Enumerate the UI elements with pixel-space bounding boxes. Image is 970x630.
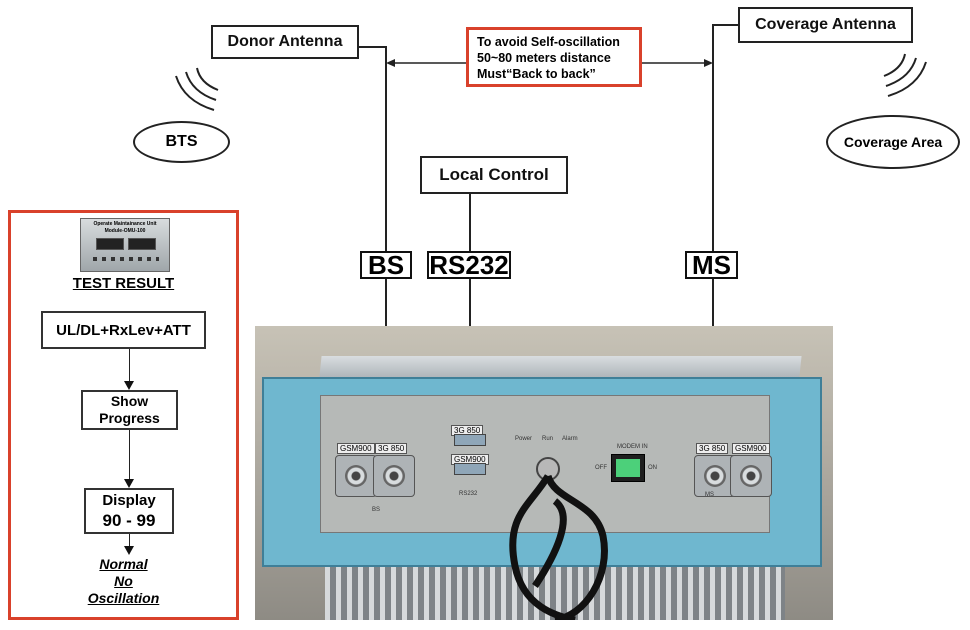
connector-3g-left [373, 455, 415, 497]
alarm-led-label: Alarm [562, 436, 578, 442]
flow-result: Normal No Oscillation [11, 556, 236, 607]
flow-step-show-text: Show [110, 393, 149, 409]
port-label-ms-text: MS [692, 249, 731, 280]
flow-connector-3 [129, 534, 130, 548]
note-line-3: Must“Back to back” [477, 67, 596, 81]
3g-left-tag: 3G 850 [375, 443, 408, 454]
flow-step-ul-dl: UL/DL+RxLev+ATT [41, 311, 206, 349]
db9-port-top [454, 434, 486, 446]
coverage-antenna-label: Coverage Antenna [738, 7, 913, 43]
flow-step-show-progress: Show Progress [81, 390, 178, 430]
local-control-text: Local Control [439, 165, 549, 184]
note-line-1: To avoid Self-oscillation [477, 35, 620, 49]
local-control-box: Local Control [420, 156, 568, 194]
bts-ellipse: BTS [133, 121, 230, 163]
flow-step-display: Display 90 - 99 [84, 488, 174, 534]
signal-waves-left-icon [175, 67, 219, 111]
flow-arrow-1 [124, 381, 134, 390]
donor-antenna-label: Donor Antenna [211, 25, 359, 59]
port-label-rs232: RS232 [427, 249, 511, 280]
ms-plate-label: MS [705, 492, 714, 498]
port-label-ms: MS [685, 249, 738, 280]
db9-port-bottom [454, 463, 486, 475]
result-no: No [114, 573, 133, 589]
result-oscillation: Oscillation [87, 590, 160, 606]
coverage-antenna-horizontal-line [712, 24, 739, 26]
omu-module-image: Operate Maintainance Unit Module-OMU-100 [80, 218, 170, 272]
coverage-antenna-text: Coverage Antenna [755, 16, 896, 33]
bts-text: BTS [165, 133, 198, 150]
test-result-heading: TEST RESULT [72, 275, 175, 292]
modem-switch [611, 454, 645, 482]
test-result-panel: Operate Maintainance Unit Module-OMU-100… [8, 210, 239, 620]
flow-arrow-2 [124, 479, 134, 488]
signal-waves-right-icon [883, 53, 927, 97]
note-line-2: 50~80 meters distance [477, 51, 611, 65]
gsm900-left-tag: GSM900 [337, 443, 375, 454]
rs232-plate-label: RS232 [459, 491, 478, 497]
port-label-bs-text: BS [367, 249, 405, 280]
repeater-device-photo: GSM900 3G 850 BS 3G 850 GSM900 RS232 Pow… [255, 326, 833, 620]
3g-right-tag: 3G 850 [696, 443, 729, 454]
power-cable [509, 457, 608, 620]
flow-step-progress-text: Progress [99, 410, 160, 426]
flow-arrow-3 [124, 546, 134, 555]
omu-display-right [128, 238, 156, 250]
coverage-feed-line [712, 24, 714, 466]
flow-step-ul-dl-text: UL/DL+RxLev+ATT [56, 321, 191, 339]
switch-on-label: ON [648, 465, 657, 471]
omu-title: Operate Maintainance Unit [93, 221, 157, 227]
omu-model: Module-OMU-100 [104, 228, 146, 234]
bs-plate-label: BS [372, 507, 381, 513]
gsm900-right-tag: GSM900 [732, 443, 770, 454]
modem-label: MODEM IN [617, 444, 648, 450]
flow-connector-1 [129, 349, 130, 383]
result-normal: Normal [99, 556, 148, 572]
port-label-rs232-text: RS232 [429, 249, 509, 280]
connector-gsm900-right [730, 455, 772, 497]
power-led-label: Power [515, 436, 533, 442]
flow-connector-2 [129, 430, 130, 481]
omu-display-left [96, 238, 124, 250]
donor-antenna-text: Donor Antenna [227, 33, 343, 50]
coverage-area-ellipse: Coverage Area [826, 115, 960, 169]
connector-3g-right [694, 455, 736, 497]
port-label-bs: BS [360, 249, 412, 280]
coverage-area-text: Coverage Area [843, 134, 943, 150]
flow-step-display-text: Display [102, 492, 156, 509]
switch-off-label: OFF [595, 465, 607, 471]
donor-antenna-horizontal-line [358, 46, 386, 48]
omu-buttons [93, 257, 159, 261]
modem-switch-rocker [616, 459, 640, 477]
run-led-label: Run [542, 436, 554, 442]
flow-step-range-text: 90 - 99 [102, 511, 156, 530]
oscillation-note: To avoid Self-oscillation 50~80 meters d… [466, 27, 642, 87]
